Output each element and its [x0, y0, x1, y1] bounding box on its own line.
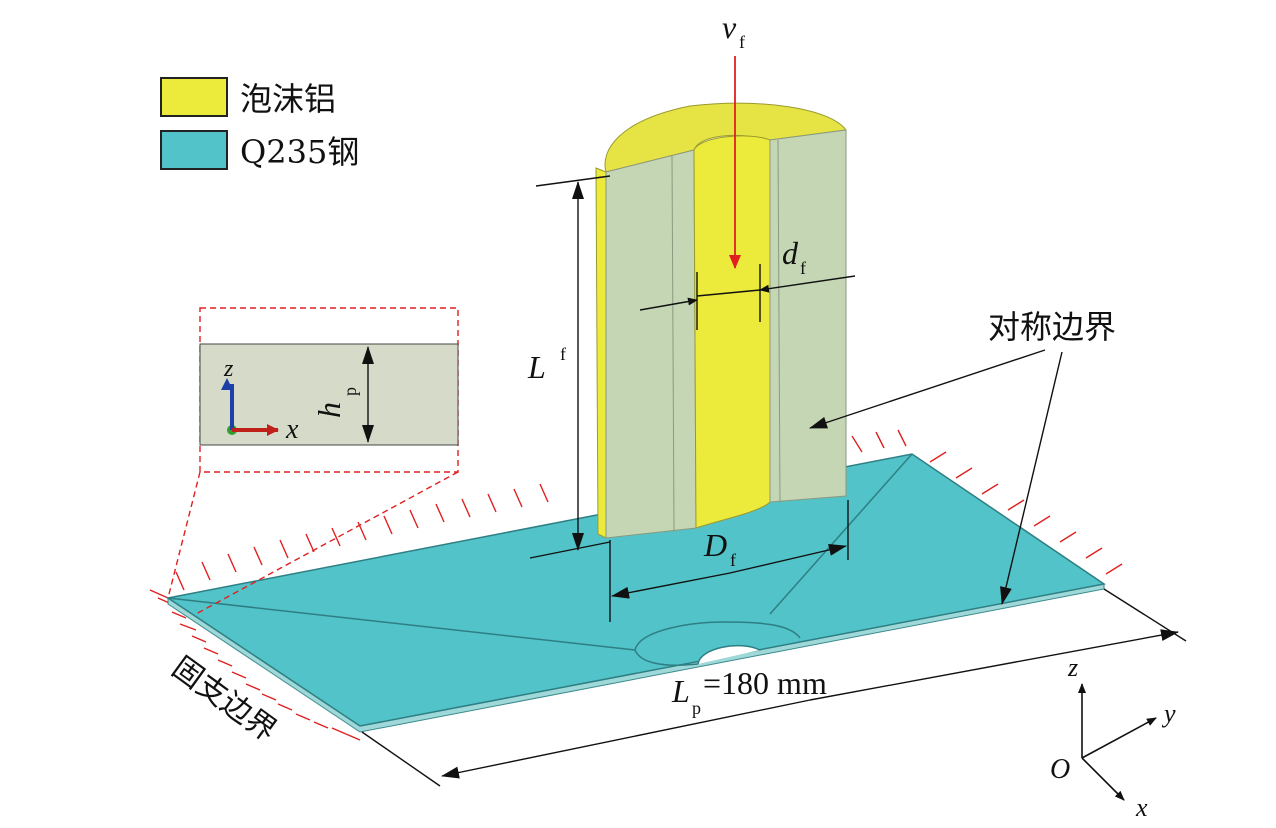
legend-label-steel: Q235钢: [240, 133, 360, 171]
legend-swatch-steel: [160, 130, 228, 170]
inset-z-label: z: [223, 356, 234, 382]
outer-diameter-label: D: [703, 527, 727, 563]
velocity-subscript: f: [739, 32, 745, 52]
plate-length-label: L: [671, 673, 690, 709]
inner-diameter-subscript: f: [800, 258, 806, 278]
length-dimension: [529, 175, 611, 559]
length-label: L: [527, 349, 546, 385]
global-origin-label: O: [1050, 754, 1070, 785]
legend-swatch-foam: [160, 77, 228, 117]
global-y-label: y: [1161, 699, 1176, 728]
plate-length-subscript: p: [692, 698, 701, 718]
velocity-label: v: [722, 9, 737, 45]
thickness-subscript: p: [340, 387, 360, 396]
global-x-label: x: [1135, 793, 1148, 822]
outer-diameter-dimension: [609, 500, 849, 622]
inset-x-label: x: [285, 414, 299, 445]
foam-cylinder: [595, 102, 847, 539]
symmetry-boundary-label: 对称边界: [988, 309, 1116, 345]
symmetry-boundary-arrows: [809, 349, 1063, 605]
length-subscript: f: [560, 344, 566, 364]
global-axes: [1078, 683, 1157, 801]
legend-label-foam: 泡沫铝: [240, 80, 337, 118]
thickness-label: h: [311, 402, 347, 418]
global-z-label: z: [1067, 653, 1078, 682]
plate-length-value: =180 mm: [703, 665, 827, 701]
outer-diameter-subscript: f: [730, 550, 736, 570]
inner-diameter-dimension: [639, 264, 856, 330]
fixed-boundary-hatching: [149, 429, 1123, 741]
inner-diameter-label: d: [782, 235, 799, 271]
plate-length-dimension: [361, 588, 1187, 787]
thickness-inset: [167, 307, 459, 615]
